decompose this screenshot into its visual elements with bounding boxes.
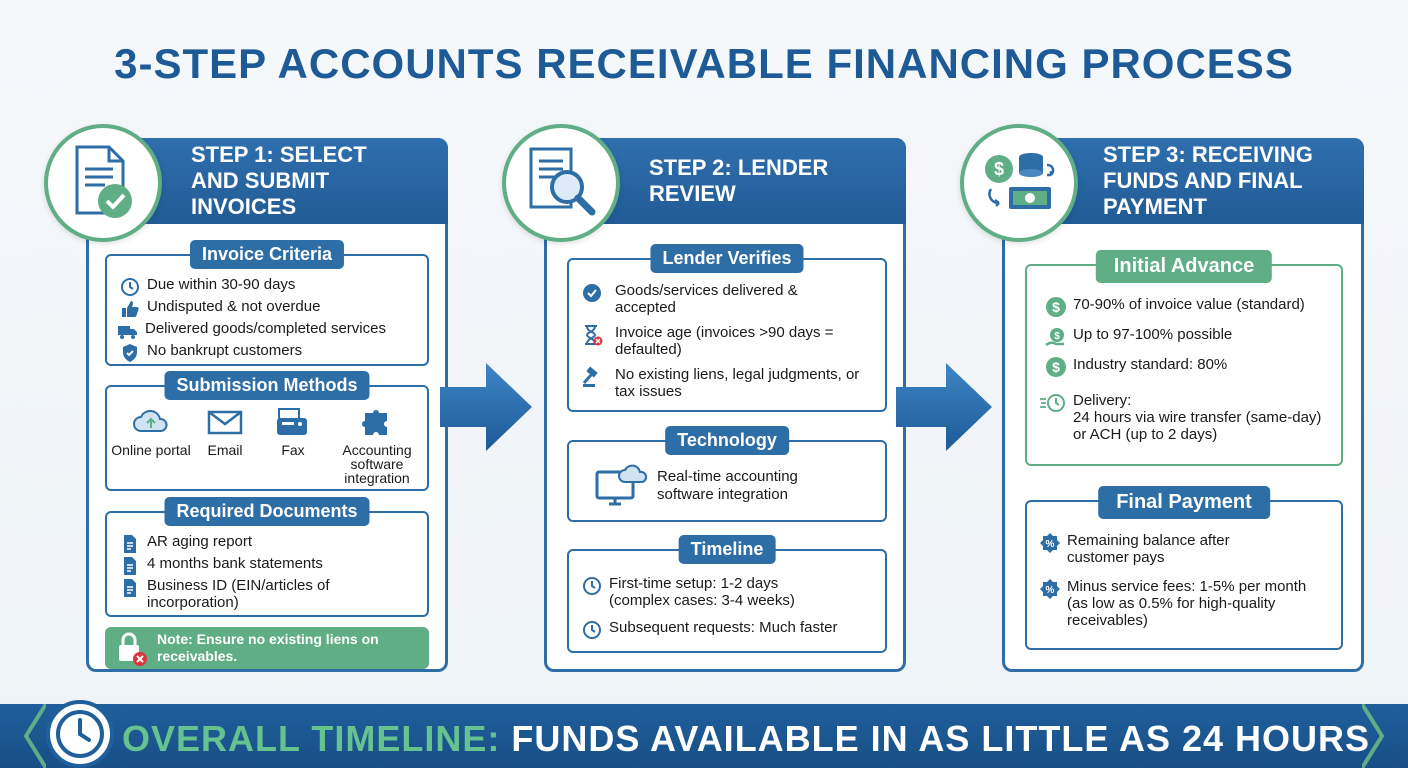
fax-icon: [277, 408, 307, 435]
check-circle-icon: [583, 284, 601, 302]
fast-clock-icon: [1040, 394, 1065, 412]
list-item: 4 months bank statements: [119, 555, 323, 577]
step-arrow-1: [440, 363, 532, 451]
magnifier-document-icon: [529, 147, 596, 216]
banner-text: OVERALL TIMELINE: FUNDS AVAILABLE IN AS …: [122, 718, 1370, 760]
step2-title: STEP 2: LENDER REVIEW: [649, 155, 829, 206]
list-item: Subsequent requests: Much faster: [581, 619, 881, 641]
dollar-hand-icon: $: [1045, 328, 1064, 347]
step1-header: STEP 1: SELECT AND SUBMIT INVOICES: [129, 138, 448, 224]
list-item: Goods/services delivered & accepted: [581, 282, 861, 316]
technology-section: Technology Real-time accounting software…: [567, 426, 887, 522]
svg-text:%: %: [1046, 539, 1055, 550]
lender-verifies-label: Lender Verifies: [650, 244, 804, 273]
list-item: First-time setup: 1-2 days (complex case…: [581, 575, 871, 609]
initial-advance-label: Initial Advance: [1095, 250, 1273, 283]
thumbs-up-icon: [122, 301, 139, 317]
list-item: AR aging report: [119, 533, 252, 555]
timeline-label: Timeline: [678, 535, 776, 564]
list-item: Delivery: 24 hours via wire transfer (sa…: [1039, 392, 1335, 443]
method-fax: Fax: [251, 407, 335, 458]
step2-panel: STEP 2: LENDER REVIEW Lender Verifies Go…: [544, 138, 906, 672]
timeline-section: Timeline First-time setup: 1-2 days (com…: [567, 535, 887, 653]
step-arrow-2: [896, 363, 992, 451]
svg-text:%: %: [1046, 585, 1055, 596]
dollar-icon: $: [1046, 297, 1066, 317]
list-item: Undisputed & not overdue: [119, 298, 320, 320]
puzzle-icon: [362, 410, 387, 435]
submission-methods-label: Submission Methods: [164, 371, 370, 400]
list-item: $ Up to 97-100% possible: [1045, 326, 1232, 348]
liens-note: Note: Ensure no existing liens on receiv…: [105, 627, 429, 669]
svg-text:$: $: [1054, 331, 1060, 342]
list-item: $ Industry standard: 80%: [1045, 356, 1227, 378]
list-item: % Minus service fees: 1-5% per month (as…: [1039, 578, 1335, 629]
list-item: Business ID (EIN/articles of incorporati…: [119, 577, 369, 611]
cloud-icon: [133, 409, 168, 432]
technology-text: Real-time accounting software integratio…: [657, 468, 798, 503]
clock-icon: [583, 621, 601, 639]
svg-text:$: $: [1052, 299, 1060, 315]
step2-header: STEP 2: LENDER REVIEW: [587, 138, 906, 224]
file-icon: [124, 557, 136, 575]
overall-timeline-banner: OVERALL TIMELINE: FUNDS AVAILABLE IN AS …: [0, 700, 1408, 768]
list-item: No bankrupt customers: [119, 342, 302, 364]
list-item: % Remaining balance after customer pays: [1039, 532, 1329, 566]
percent-icon: %: [1040, 533, 1060, 553]
list-item: Invoice age (invoices >90 days = default…: [581, 324, 871, 358]
monitor-cloud-icon: [595, 464, 648, 506]
method-online-portal: Online portal: [109, 407, 193, 458]
percent-icon: %: [1040, 579, 1060, 599]
invoice-criteria-section: Invoice Criteria Due within 30-90 days U…: [105, 240, 429, 366]
step1-title: STEP 1: SELECT AND SUBMIT INVOICES: [191, 142, 367, 219]
required-documents-section: Required Documents AR aging report 4 mon…: [105, 497, 429, 617]
list-item: Due within 30-90 days: [119, 276, 295, 298]
list-item: $ 70-90% of invoice value (standard): [1045, 296, 1305, 318]
invoice-criteria-label: Invoice Criteria: [189, 240, 345, 269]
final-payment-label: Final Payment: [1098, 486, 1270, 519]
lock-warning-icon: [119, 632, 147, 666]
email-icon: [207, 410, 243, 435]
initial-advance-section: Initial Advance $ 70-90% of invoice valu…: [1025, 250, 1343, 466]
document-check-icon: [75, 145, 132, 218]
step2-icon-badge: [502, 124, 620, 242]
lender-verifies-section: Lender Verifies Goods/services delivered…: [567, 244, 887, 412]
svg-text:$: $: [1052, 359, 1060, 375]
step1-panel: STEP 1: SELECT AND SUBMIT INVOICES Invoi…: [86, 138, 448, 672]
method-accounting-software: Accounting software integration: [329, 407, 425, 485]
money-exchange-icon: $: [985, 153, 1055, 209]
banner-left-chevron: [23, 704, 46, 768]
list-item: No existing liens, legal judgments, or t…: [581, 366, 877, 400]
required-documents-label: Required Documents: [164, 497, 370, 526]
clock-icon: [56, 710, 104, 758]
svg-text:$: $: [994, 159, 1004, 179]
gavel-icon: [582, 366, 598, 387]
shield-icon: [123, 344, 137, 362]
page-title: 3-STEP ACCOUNTS RECEIVABLE FINANCING PRO…: [114, 40, 1294, 87]
liens-note-text: Note: Ensure no existing liens on receiv…: [157, 631, 379, 664]
hourglass-icon: [585, 325, 603, 346]
technology-label: Technology: [665, 426, 789, 455]
step3-title: STEP 3: RECEIVING FUNDS AND FINAL PAYMEN…: [1103, 142, 1313, 219]
truck-icon: [118, 326, 137, 339]
clock-icon: [583, 577, 601, 595]
file-icon: [124, 579, 136, 597]
step3-icon-badge: $: [960, 124, 1078, 242]
banner-right-chevron: [1362, 704, 1385, 768]
submission-methods-section: Submission Methods Online portal Email F…: [105, 371, 429, 491]
step3-header: STEP 3: RECEIVING FUNDS AND FINAL PAYMEN…: [1045, 138, 1364, 224]
dollar-icon: $: [1046, 357, 1066, 377]
step1-icon-badge: [44, 124, 162, 242]
file-icon: [124, 535, 136, 553]
banner-message: FUNDS AVAILABLE IN AS LITTLE AS 24 HOURS: [511, 718, 1371, 759]
banner-highlight: OVERALL TIMELINE:: [122, 718, 501, 759]
final-payment-section: Final Payment % Remaining balance after …: [1025, 486, 1343, 650]
banner-clock-badge: [46, 700, 114, 768]
list-item: Delivered goods/completed services: [117, 320, 386, 342]
method-email: Email: [183, 407, 267, 458]
step3-panel: STEP 3: RECEIVING FUNDS AND FINAL PAYMEN…: [1002, 138, 1364, 672]
clock-icon: [121, 278, 139, 296]
